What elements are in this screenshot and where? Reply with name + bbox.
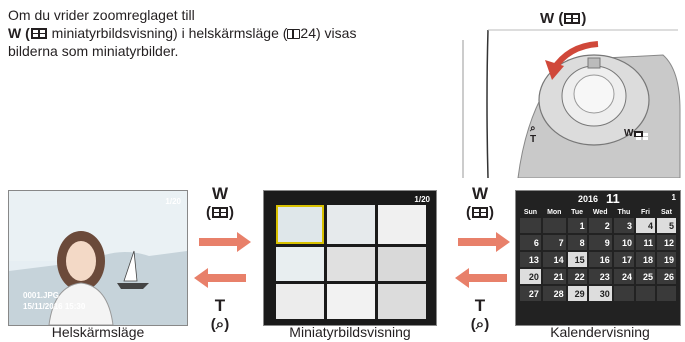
calendar-date-cell[interactable]: 14 [542, 252, 566, 267]
calendar-counter: 1 [671, 193, 676, 202]
calendar-day-header: Thu [617, 209, 631, 216]
thumbnail-icon [212, 207, 228, 218]
calendar-date-cell[interactable]: 30 [588, 286, 612, 301]
calendar-date-cell[interactable]: 18 [635, 252, 655, 267]
calendar-date-cell[interactable]: 3 [613, 218, 634, 233]
calendar-date-cell[interactable]: 2 [588, 218, 612, 233]
calendar-date-cell[interactable]: 16 [588, 252, 612, 267]
left-zoom-t: T(⌕) [210, 296, 230, 333]
calendar-date-cell[interactable]: 12 [656, 235, 676, 250]
intro-text: Om du vrider zoomreglaget till W ( minia… [8, 7, 357, 59]
calendar-date-cell[interactable]: 19 [656, 252, 676, 267]
page-ref: 24) visas [300, 25, 357, 41]
calendar-date-cell[interactable]: 24 [613, 269, 634, 284]
calendar-date-cell[interactable]: 25 [635, 269, 655, 284]
calendar-empty-cell [635, 286, 655, 301]
calendar-date-cell[interactable]: 9 [588, 235, 612, 250]
calendar-date-cell[interactable]: 20 [520, 269, 541, 284]
thumbnail[interactable] [378, 284, 426, 319]
thumbnail-icon [30, 28, 47, 39]
calendar-date-cell[interactable]: 15 [567, 252, 587, 267]
magnifier-icon: ⌕ [530, 123, 536, 134]
calendar-date-cell[interactable]: 23 [588, 269, 612, 284]
camera-t-label: ⌕T [530, 123, 537, 145]
calendar-date-cell[interactable]: 6 [520, 235, 541, 250]
arrow-left-2 [455, 268, 507, 288]
thumbnail[interactable] [327, 284, 375, 319]
calendar-date-cell[interactable]: 29 [567, 286, 587, 301]
thumbnail[interactable] [276, 246, 324, 282]
thumbnail[interactable] [276, 284, 324, 319]
calendar-date-cell[interactable]: 11 [635, 235, 655, 250]
calendar-day-header: Wed [592, 209, 608, 216]
book-icon [287, 29, 301, 39]
calendar-date-cell[interactable]: 17 [613, 252, 634, 267]
camera-w-label: W () [540, 10, 587, 27]
calendar-empty-cell [613, 286, 634, 301]
calendar-date-cell[interactable]: 27 [520, 286, 541, 301]
thumbnail-icon [564, 13, 581, 24]
frame-counter: 1/20 [165, 197, 181, 206]
intro-line-1: Om du vrider zoomreglaget till [8, 7, 195, 23]
calendar-empty-cell [656, 286, 676, 301]
calendar-date-cell[interactable]: 5 [656, 218, 676, 233]
caption-calendar: Kalendervisning [550, 324, 650, 340]
right-zoom-t: T(⌕) [470, 296, 490, 333]
right-zoom-w: W() [466, 184, 494, 221]
calendar-day-header: Sun [523, 209, 538, 216]
calendar-day-header: Sat [661, 209, 672, 216]
date-stamp: 15/11/2016 15:30 [23, 302, 86, 311]
calendar-day-header: Tue [571, 209, 584, 216]
calendar-day-header: Fri [640, 209, 650, 216]
calendar-date-cell[interactable]: 26 [656, 269, 676, 284]
calendar-empty-cell [542, 218, 566, 233]
magnifier-icon: ⌕ [215, 316, 225, 333]
caption-full: Helskärmsläge [51, 324, 145, 340]
calendar-year: 2016 [578, 194, 599, 204]
camera-w-small-label: W [624, 128, 644, 139]
calendar-month: 11 [606, 191, 620, 206]
calendar-day-header: Mon [547, 209, 562, 216]
camera-illustration: W () ⌕T W [448, 0, 685, 179]
calendar-date-cell[interactable]: 28 [542, 286, 566, 301]
calendar-date-cell[interactable]: 4 [635, 218, 655, 233]
thumbnail-screen: 1/20 [263, 190, 437, 326]
full-frame-screen: 1/20 0001.JPG 15/11/2016 15:30 [8, 190, 188, 326]
arrow-right-2 [458, 232, 510, 252]
arrow-right-1 [199, 232, 251, 252]
intro-line-2: miniatyrbildsvisning) i helskärmsläge ( [51, 25, 288, 41]
file-id: 0001.JPG [23, 291, 60, 300]
calendar-date-cell[interactable]: 10 [613, 235, 634, 250]
intro-line-3: bilderna som miniatyrbilder. [8, 43, 179, 59]
calendar-date-cell[interactable]: 1 [567, 218, 587, 233]
caption-thumbnails: Miniatyrbildsvisning [289, 324, 411, 340]
thumbnail[interactable] [327, 246, 375, 282]
calendar-date-cell[interactable]: 21 [542, 269, 566, 284]
thumbnail[interactable] [378, 246, 426, 282]
calendar-date-cell[interactable]: 8 [567, 235, 587, 250]
calendar-date-cell[interactable]: 7 [542, 235, 566, 250]
magnifier-icon: ⌕ [475, 316, 485, 333]
w-letter: W [8, 25, 22, 41]
calendar-empty-cell [520, 218, 541, 233]
thumbnail[interactable] [276, 205, 324, 244]
thumbnail[interactable] [378, 205, 426, 244]
thumbnail-icon [472, 207, 488, 218]
left-zoom-w: W() [206, 184, 234, 221]
arrow-left-1 [194, 268, 246, 288]
thumbnail[interactable] [327, 205, 375, 244]
calendar-date-cell[interactable]: 13 [520, 252, 541, 267]
calendar-date-cell[interactable]: 22 [567, 269, 587, 284]
frame-counter: 1/20 [414, 195, 430, 204]
thumbnail-icon [634, 131, 644, 137]
